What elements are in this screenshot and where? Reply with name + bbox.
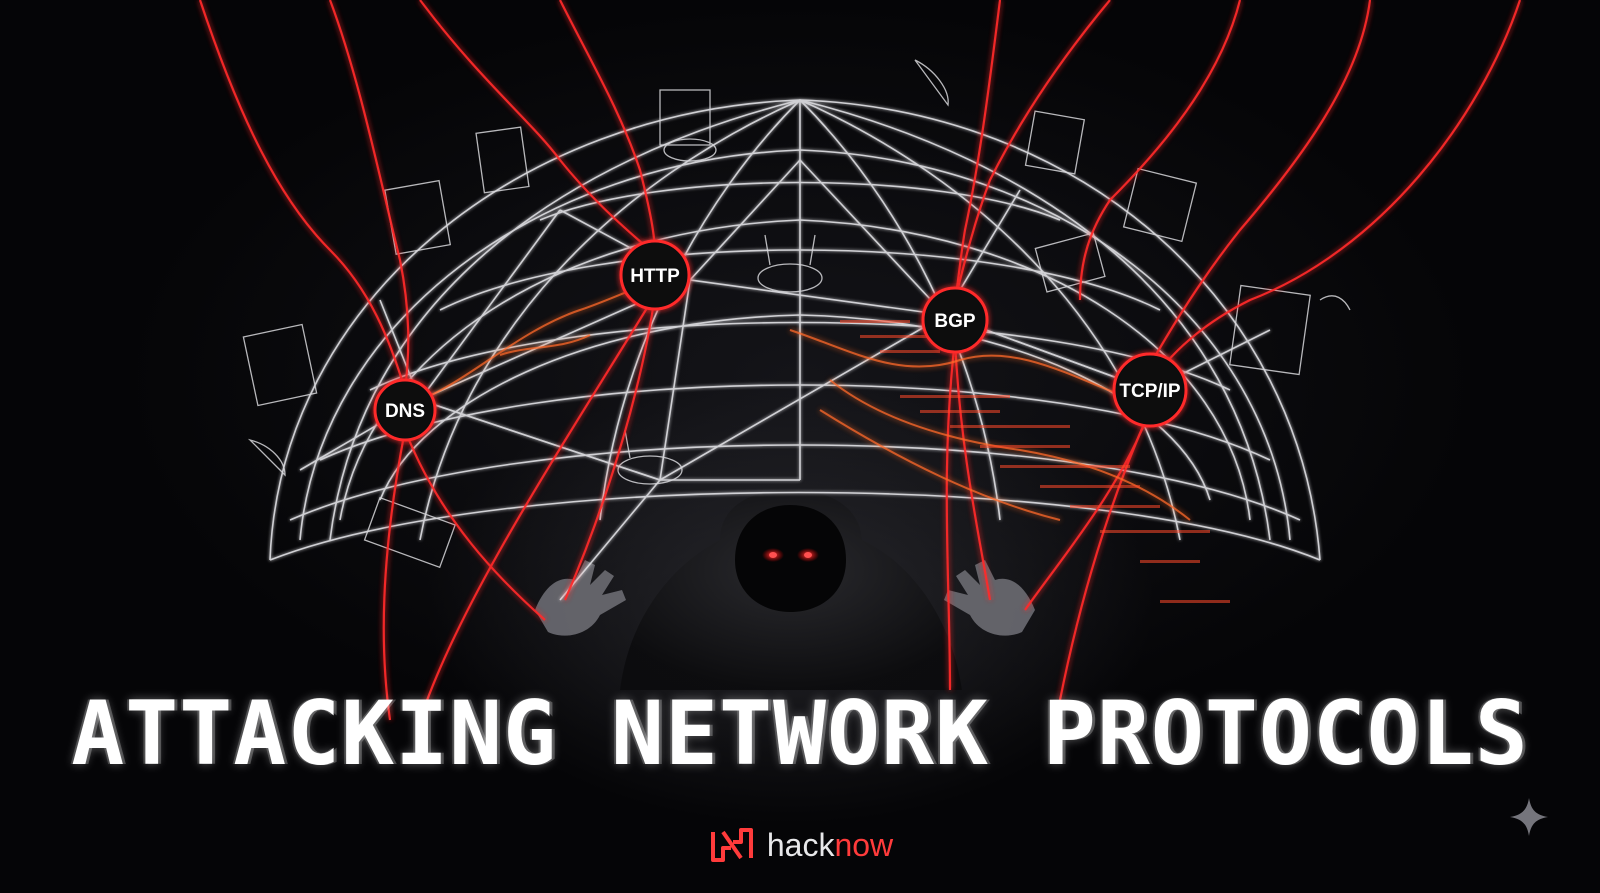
protocol-node-tcpip: TCP/IP — [1112, 352, 1188, 428]
brand-name: hacknow — [767, 829, 893, 861]
brand-name-part1: hack — [766, 827, 835, 863]
brand-lockup: hacknow — [0, 822, 1600, 868]
protocol-label-tcpip: TCP/IP — [1119, 381, 1181, 402]
hacknow-logo-icon — [710, 828, 753, 862]
protocol-node-bgp: BGP — [921, 286, 989, 354]
protocol-node-http: HTTP — [619, 239, 691, 311]
hooded-hacker-figure — [535, 490, 1035, 690]
red-control-strings — [198, 0, 1522, 721]
protocol-node-dns: DNS — [373, 378, 437, 442]
sparkle-icon — [1510, 798, 1548, 836]
protocol-label-bgp: BGP — [934, 311, 976, 332]
protocol-label-http: HTTP — [630, 266, 680, 287]
headline-title: ATTACKING NETWORK PROTOCOLS — [71, 682, 1529, 785]
brand-name-part2: now — [834, 827, 894, 863]
protocol-label-dns: DNS — [385, 401, 425, 422]
corrupted-data-streams — [419, 279, 1191, 521]
data-fragments — [840, 320, 1230, 603]
